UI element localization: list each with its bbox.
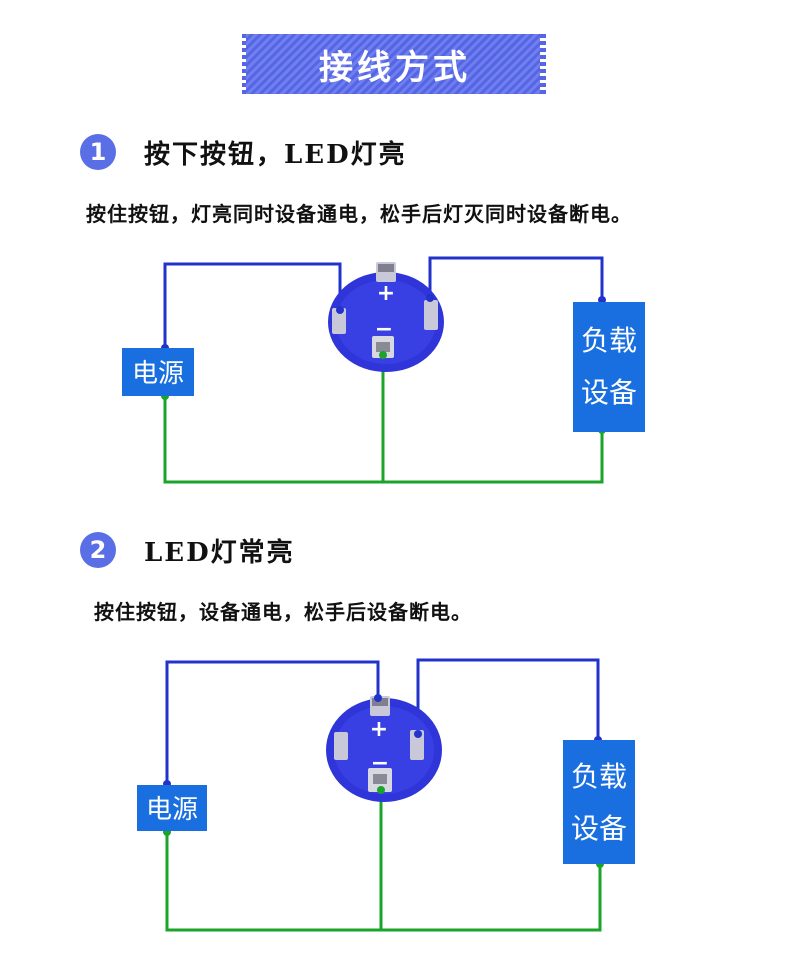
minus-terminal-label: − xyxy=(375,317,393,342)
plus-terminal-label: + xyxy=(377,281,395,306)
load-device-box-1: 负载 设备 xyxy=(573,302,645,432)
load-label-1-line1: 负载 xyxy=(581,324,637,357)
load-label-1-line2: 设备 xyxy=(581,376,637,409)
power-label-1: 电源 xyxy=(132,359,184,389)
wire-switch-to-load xyxy=(428,256,604,300)
wire-power-to-switch-plus-2 xyxy=(165,660,380,785)
power-label-2: 电源 xyxy=(146,795,198,825)
step-title-2: LED灯常亮 xyxy=(144,538,295,568)
wire-power-to-switch-plus xyxy=(163,262,342,350)
load-label-2-line2: 设备 xyxy=(571,812,627,845)
power-source-box-1: 电源 xyxy=(122,348,194,396)
plus-terminal-label-2: + xyxy=(370,717,388,742)
push-button-switch-1: + − xyxy=(328,262,444,372)
wiring-diagram-1: + − 电源 负载 设备 xyxy=(122,256,645,484)
load-label-2-line1: 负载 xyxy=(571,760,627,793)
minus-terminal-label-2: − xyxy=(371,751,389,776)
step-number-1: 1 xyxy=(80,134,116,170)
power-source-box-2: 电源 xyxy=(137,785,207,831)
wiring-diagram-2: + − 电源 负载 设备 xyxy=(137,658,635,932)
page-title-banner: 接线方式 xyxy=(246,34,544,94)
load-device-box-2: 负载 设备 xyxy=(563,740,635,864)
step-description-1: 按住按钮，灯亮同时设备通电，松手后灯灭同时设备断电。 xyxy=(86,202,632,226)
page-title: 接线方式 xyxy=(319,47,471,88)
banner-edge-right xyxy=(540,34,546,94)
wire-switch-to-load-2 xyxy=(416,658,600,740)
step-title-1: 按下按钮，LED灯亮 xyxy=(144,140,407,170)
banner-edge-left xyxy=(242,34,248,94)
step-number-2: 2 xyxy=(80,532,116,568)
step-description-2: 按住按钮，设备通电，松手后设备断电。 xyxy=(94,600,472,624)
push-button-switch-2: + − xyxy=(326,696,442,802)
wire-power-return-2 xyxy=(165,830,602,932)
